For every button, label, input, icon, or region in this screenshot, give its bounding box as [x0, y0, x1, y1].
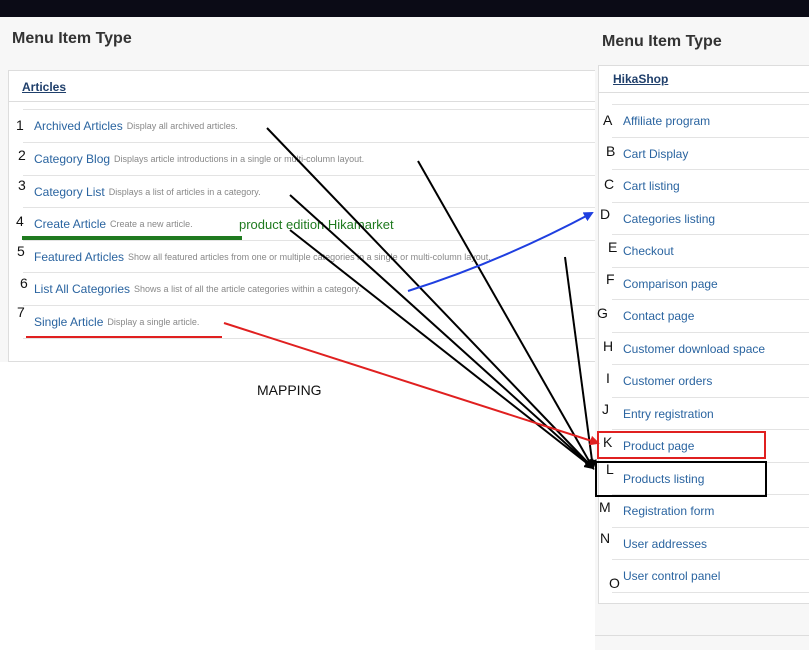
- letter-j: J: [602, 401, 609, 417]
- letter-e: E: [608, 239, 618, 255]
- arrow-featured-to-products-listing: [564, 256, 597, 470]
- item-label[interactable]: Contact page: [623, 309, 695, 323]
- article-item-create-article[interactable]: Create Article Create a new article.: [23, 207, 599, 240]
- item-description: Shows a list of all the article categori…: [134, 284, 361, 294]
- item-label[interactable]: Product page: [623, 439, 695, 453]
- article-item-category-blog[interactable]: Category Blog Displays article introduct…: [23, 142, 599, 175]
- hikashop-item-entry-registration[interactable]: Entry registration: [612, 397, 809, 430]
- item-label[interactable]: Archived Articles: [34, 119, 123, 133]
- item-number-5: 5: [17, 243, 25, 259]
- item-label[interactable]: User control panel: [623, 569, 721, 583]
- letter-g: G: [597, 305, 608, 321]
- letter-k: K: [603, 434, 613, 450]
- item-number-1: 1: [16, 117, 24, 133]
- item-label[interactable]: Category Blog: [34, 152, 111, 166]
- item-description: Displays article introductions in a sing…: [114, 154, 365, 164]
- letter-i: I: [606, 370, 610, 386]
- item-label[interactable]: Comparison page: [623, 277, 718, 291]
- item-number-7: 7: [17, 304, 25, 320]
- top-dark-bar: [0, 0, 809, 17]
- hikashop-section-heading[interactable]: HikaShop: [613, 72, 669, 86]
- article-item-archived[interactable]: Archived Articles Display all archived a…: [23, 109, 599, 142]
- item-label[interactable]: Customer download space: [623, 342, 766, 356]
- item-description: Display a single article.: [107, 317, 200, 327]
- item-label[interactable]: Categories listing: [623, 212, 716, 226]
- item-label[interactable]: Products listing: [623, 472, 705, 486]
- letter-m: M: [599, 499, 611, 515]
- item-label[interactable]: Single Article: [34, 315, 104, 329]
- section-divider: [9, 101, 599, 102]
- letter-l: L: [606, 461, 614, 477]
- hikashop-item-comparison-page[interactable]: Comparison page: [612, 267, 809, 300]
- right-menu-item-type-panel: Menu Item Type HikaShop Affiliate progra…: [595, 17, 809, 650]
- section-divider: [599, 92, 809, 93]
- item-label[interactable]: Category List: [34, 185, 105, 199]
- mapping-label: MAPPING: [257, 382, 322, 398]
- arrow-category-list-to-products-listing: [289, 194, 595, 470]
- arrow-category-blog-to-products-listing: [417, 160, 594, 470]
- hikashop-item-cart-display[interactable]: Cart Display: [612, 137, 809, 170]
- item-label[interactable]: Checkout: [623, 244, 674, 258]
- products-listing-black-highlight: [595, 461, 767, 497]
- hikashop-item-contact-page[interactable]: Contact page: [612, 299, 809, 332]
- item-label[interactable]: Customer orders: [623, 374, 713, 388]
- article-item-list-all-categories[interactable]: List All Categories Shows a list of all …: [23, 272, 599, 305]
- letter-h: H: [603, 338, 614, 354]
- item-description: Displays a list of articles in a categor…: [108, 187, 261, 197]
- item-label[interactable]: List All Categories: [34, 282, 131, 296]
- item-label[interactable]: Featured Articles: [34, 250, 125, 264]
- item-label[interactable]: Registration form: [623, 504, 715, 518]
- item-description: Show all featured articles from one or m…: [128, 252, 491, 262]
- article-item-single-article[interactable]: Single Article Display a single article.: [23, 305, 599, 339]
- item-description: Create a new article.: [110, 219, 193, 229]
- item-number-2: 2: [18, 147, 26, 163]
- item-label[interactable]: Create Article: [34, 217, 107, 231]
- hikashop-item-registration-form[interactable]: Registration form: [612, 494, 809, 527]
- arrow-single-article-to-product-page: [223, 322, 600, 446]
- articles-box: Articles Archived Articles Display all a…: [8, 70, 600, 362]
- hikashop-item-user-control-panel[interactable]: User control panel: [612, 559, 809, 593]
- letter-d: D: [600, 206, 611, 222]
- article-item-featured[interactable]: Featured Articles Show all featured arti…: [23, 240, 599, 273]
- letter-c: C: [604, 176, 615, 192]
- hikashop-item-cart-listing[interactable]: Cart listing: [612, 169, 809, 202]
- hikashop-item-customer-download-space[interactable]: Customer download space: [612, 332, 809, 365]
- item-number-4: 4: [16, 213, 24, 229]
- item-label[interactable]: Cart listing: [623, 179, 680, 193]
- letter-b: B: [606, 143, 616, 159]
- item-description: Display all archived articles.: [126, 121, 238, 131]
- bottom-divider: [595, 635, 809, 636]
- item-number-3: 3: [18, 177, 26, 193]
- item-number-6: 6: [20, 275, 28, 291]
- left-panel-title: Menu Item Type: [12, 30, 132, 47]
- item-label[interactable]: Cart Display: [623, 147, 689, 161]
- arrow-archived-to-products-listing: [266, 127, 595, 470]
- letter-n: N: [600, 530, 611, 546]
- articles-section-heading[interactable]: Articles: [22, 80, 67, 94]
- letter-f: F: [606, 271, 615, 287]
- hikashop-item-affiliate-program[interactable]: Affiliate program: [612, 104, 809, 137]
- article-item-category-list[interactable]: Category List Displays a list of article…: [23, 175, 599, 208]
- item-label[interactable]: Affiliate program: [623, 114, 711, 128]
- letter-o: O: [609, 575, 620, 591]
- item-label[interactable]: User addresses: [623, 537, 708, 551]
- letter-a: A: [603, 112, 613, 128]
- right-panel-title: Menu Item Type: [602, 33, 722, 50]
- hikashop-item-customer-orders[interactable]: Customer orders: [612, 364, 809, 397]
- item-label[interactable]: Entry registration: [623, 407, 714, 421]
- hikashop-item-product-page[interactable]: Product page: [612, 429, 809, 462]
- arrow-create-article-to-products-listing: [289, 229, 595, 470]
- hikashop-item-checkout[interactable]: Checkout: [612, 234, 809, 267]
- arrow-list-all-categories-to-categories-listing: [407, 212, 594, 292]
- hikashop-item-categories-listing[interactable]: Categories listing: [612, 202, 809, 235]
- hikashop-box: HikaShop Affiliate program Cart Display …: [598, 65, 809, 604]
- left-menu-item-type-panel: Menu Item Type Articles Archived Article…: [0, 17, 600, 362]
- hikashop-item-user-addresses[interactable]: User addresses: [612, 527, 809, 560]
